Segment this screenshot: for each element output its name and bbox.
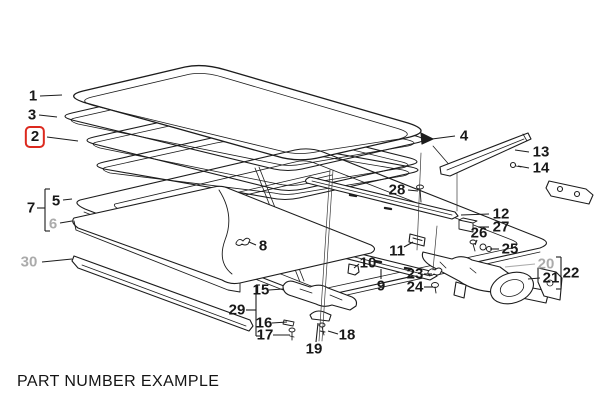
- part-label-6: 6: [48, 215, 58, 233]
- part-label-28: 28: [388, 181, 406, 199]
- part-label-2: 2: [24, 126, 46, 148]
- part-label-3: 3: [27, 106, 37, 124]
- part-label-26: 26: [470, 224, 488, 242]
- leader-line-4: [431, 135, 456, 140]
- roof-panel-drawing: [73, 64, 422, 161]
- leader-line-6: [59, 220, 73, 224]
- alignment-lines: [318, 152, 458, 342]
- part-label-21: 21: [542, 269, 560, 287]
- part-label-8: 8: [258, 237, 268, 255]
- leader-line-20: [504, 263, 536, 268]
- leader-line-15: [268, 288, 284, 291]
- part-label-24: 24: [406, 278, 424, 296]
- leader-line-28: [407, 189, 419, 192]
- part-label-23: 23: [406, 265, 424, 283]
- part-label-15: 15: [252, 281, 270, 299]
- leader-line-18: [327, 330, 339, 335]
- leader-line-10: [353, 263, 360, 269]
- part-label-5: 5: [51, 192, 61, 210]
- part-label-20: 20: [537, 255, 555, 273]
- part-label-1: 1: [28, 87, 38, 105]
- part-label-27: 27: [492, 218, 510, 236]
- leader-line-1: [39, 94, 63, 97]
- part-label-19: 19: [305, 340, 323, 358]
- part-label-29: 29: [228, 301, 246, 319]
- leader-line-21: [527, 277, 541, 280]
- caption: PART NUMBER EXAMPLE: [17, 373, 220, 390]
- leader-line-11: [403, 241, 414, 248]
- part-label-22: 22: [562, 264, 580, 282]
- part-label-18: 18: [338, 326, 356, 344]
- part-label-30: 30: [20, 253, 38, 271]
- part-label-13: 13: [532, 143, 550, 161]
- crank-assembly-drawing: [421, 251, 563, 305]
- leader-line-14: [517, 165, 530, 169]
- leader-line-3: [38, 114, 58, 118]
- part-label-4: 4: [459, 127, 469, 145]
- fastener-drawings: [235, 184, 492, 341]
- leader-line-12: [460, 213, 490, 216]
- part-label-12: 12: [492, 205, 510, 223]
- deflector-drawing: [439, 132, 594, 205]
- part-label-9: 9: [376, 277, 386, 295]
- part-label-17: 17: [256, 326, 274, 344]
- trim-strip-drawing: [71, 255, 254, 332]
- leader-line-13: [514, 149, 530, 153]
- leader-line-19: [315, 322, 319, 343]
- leader-line-16: [271, 321, 288, 324]
- leader-line-8: [248, 241, 257, 246]
- part-label-25: 25: [501, 240, 519, 258]
- part-label-11: 11: [389, 242, 405, 260]
- leader-line-26: [474, 239, 478, 246]
- part-label-7: 7: [26, 199, 36, 217]
- part-label-16: 16: [255, 314, 273, 332]
- leader-line-5: [62, 198, 73, 201]
- headliner-panel-drawing: [72, 185, 376, 293]
- leader-line-2: [46, 136, 79, 142]
- part-label-10: 10: [359, 254, 377, 272]
- part-label-14: 14: [532, 159, 550, 177]
- guide-bracket-drawing: [282, 280, 358, 322]
- leader-line-30: [41, 258, 73, 263]
